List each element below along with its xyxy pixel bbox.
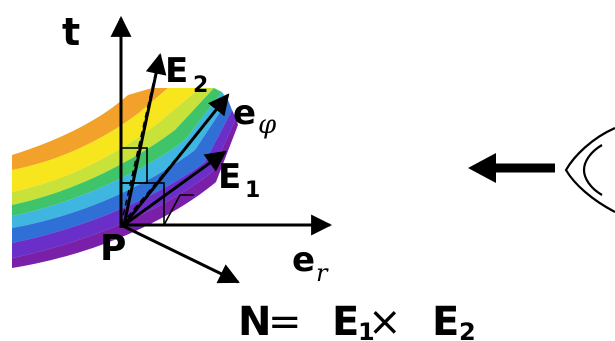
surface-band-violet — [12, 110, 236, 258]
dashed-e2-guide — [120, 61, 159, 226]
e-r-subscript: r — [316, 259, 329, 287]
equation-times: × — [368, 299, 402, 341]
equation-n: N — [238, 299, 271, 341]
n-arrow — [120, 223, 240, 284]
e-r-label: e — [292, 240, 315, 280]
viewer-indicator — [468, 126, 615, 213]
colored-surface-patch — [12, 88, 238, 268]
e1-subscript: 1 — [245, 178, 260, 203]
vector-arrows — [110, 15, 333, 284]
equation-e1-subscript: 1 — [358, 318, 375, 341]
surface-band-cyan — [12, 92, 228, 228]
equation-e2: E — [432, 299, 459, 341]
surface-band-orange — [12, 88, 168, 170]
p-label: P — [100, 228, 126, 269]
t-label: t — [62, 10, 80, 54]
eye-icon — [564, 126, 615, 213]
e-phi-label: e — [233, 93, 256, 133]
e2-arrow — [122, 52, 167, 226]
e2-label: E — [165, 51, 188, 91]
surface-band-lime — [12, 88, 214, 205]
equation-e1: E — [332, 299, 359, 341]
diagram-labels: t E 2 e φ E 1 P e r N = E 1 × E 2 — [62, 10, 476, 341]
surface-band-purple — [12, 118, 238, 268]
e1-arrow — [123, 150, 227, 227]
right-angle-wedge — [163, 194, 194, 226]
surface-band-green — [12, 88, 222, 216]
equation-equals: = — [268, 299, 302, 341]
equation-e2-subscript: 2 — [459, 318, 476, 341]
e-phi-arrow — [122, 93, 230, 226]
e-phi-subscript: φ — [258, 110, 277, 140]
surface-band-yellow — [12, 88, 200, 192]
cross-product-equation: N = E 1 × E 2 — [238, 299, 476, 341]
e1-label: E — [218, 157, 241, 197]
e2-subscript: 2 — [193, 73, 208, 98]
left-arrow-icon — [468, 153, 555, 183]
surface-band-blue — [12, 100, 232, 243]
